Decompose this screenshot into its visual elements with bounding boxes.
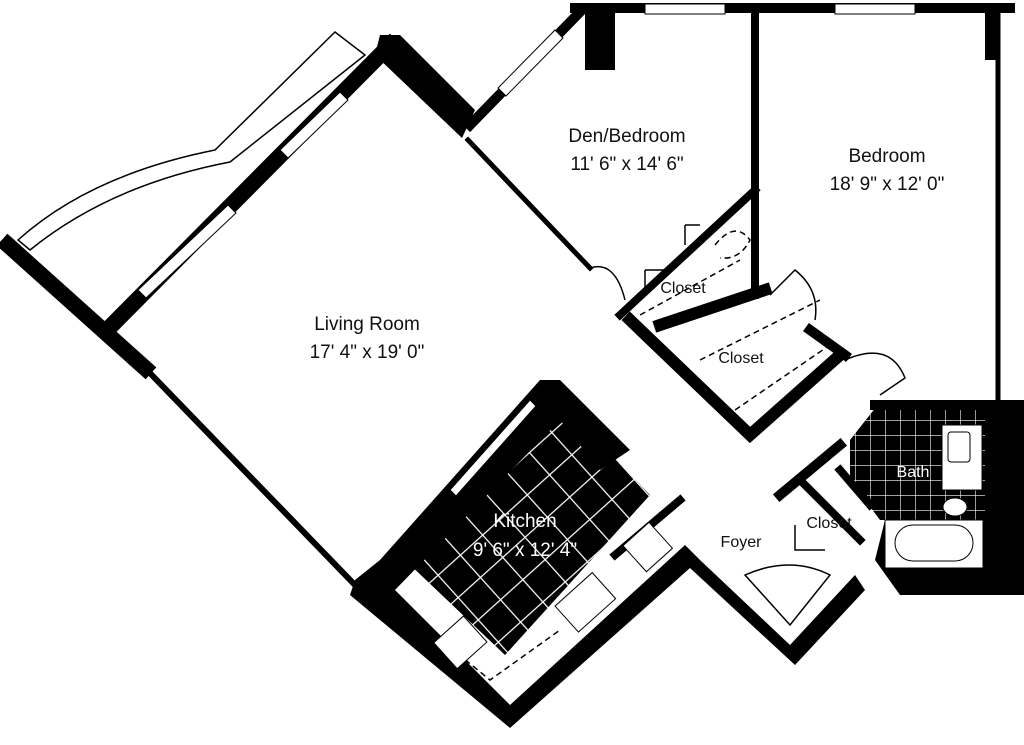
- bath-fixtures: [884, 424, 984, 569]
- closet-bedroom-label: Closet: [718, 350, 764, 367]
- bath-label: Bath: [897, 464, 930, 481]
- kitchen-fixtures: [433, 521, 674, 670]
- kitchen-size: 9' 6" x 12' 4": [473, 540, 577, 561]
- kitchen-name: Kitchen: [493, 511, 556, 532]
- doors: [379, 224, 906, 681]
- living-name: Living Room: [314, 314, 420, 335]
- den-name: Den/Bedroom: [568, 126, 685, 147]
- closet-den-label: Closet: [660, 280, 706, 297]
- kitchen-floor: [405, 395, 650, 655]
- bedroom-name: Bedroom: [848, 146, 925, 167]
- windows: [137, 3, 916, 497]
- balcony: [16, 31, 367, 251]
- living-size: 17' 4" x 19' 0": [310, 342, 425, 363]
- den-size: 11' 6" x 14' 6": [570, 154, 683, 175]
- bedroom-size: 18' 9" x 12' 0": [830, 174, 945, 195]
- closet-foyer-label: Closet: [806, 515, 852, 532]
- foyer-label: Foyer: [721, 534, 763, 551]
